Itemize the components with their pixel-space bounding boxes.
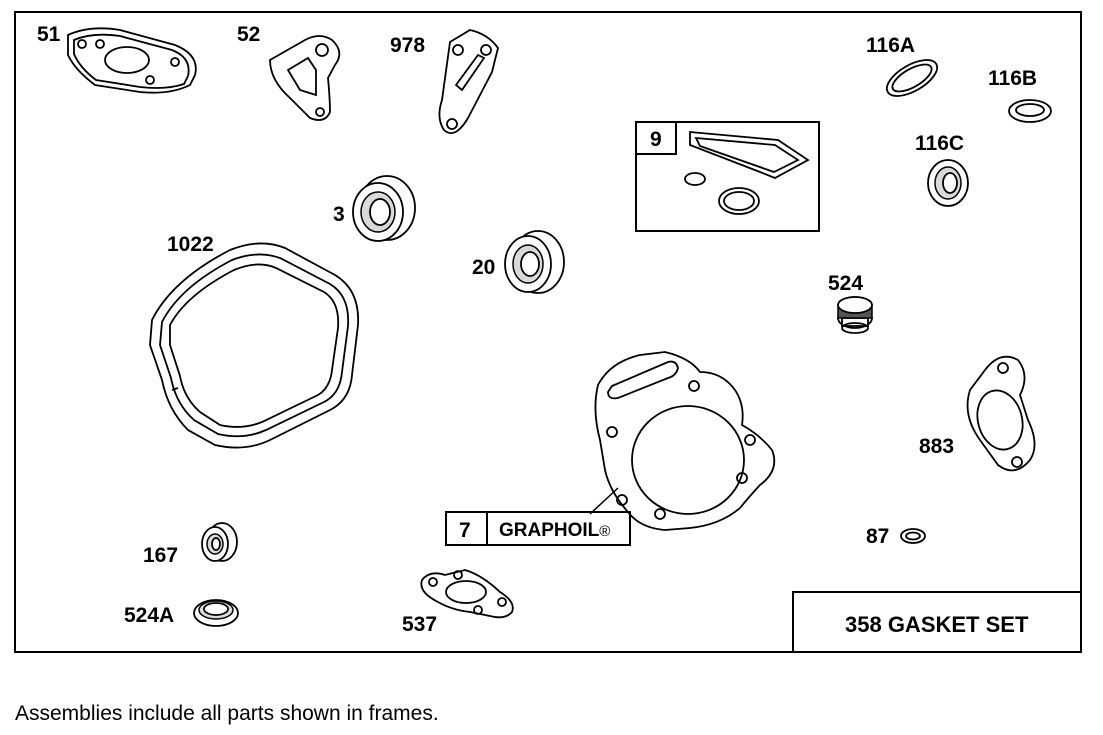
part-1022-valve-cover-gasket xyxy=(149,242,359,449)
gasket-set-box: 358 GASKET SET xyxy=(792,591,1082,653)
part-3-label: 3 xyxy=(333,203,345,226)
part-87-washer xyxy=(900,528,926,544)
part-116c-label: 116C xyxy=(915,132,964,155)
part-116b-ring xyxy=(1008,99,1052,123)
part-537-gasket xyxy=(420,569,514,619)
part-20-label: 20 xyxy=(472,256,495,279)
part-87-label: 87 xyxy=(866,525,889,548)
part-51-gasket xyxy=(67,27,197,94)
part-524-label: 524 xyxy=(828,272,863,295)
footnote: Assemblies include all parts shown in fr… xyxy=(15,702,439,725)
part-978-label: 978 xyxy=(390,34,425,57)
part-524-plug xyxy=(837,296,873,334)
part-883-gasket xyxy=(966,355,1036,472)
part-883-label: 883 xyxy=(919,435,954,458)
part-7-head-gasket xyxy=(589,351,776,531)
part-537-label: 537 xyxy=(402,613,437,636)
part-51-label: 51 xyxy=(37,23,61,46)
frame-7-label: GRAPHOIL® xyxy=(499,520,610,541)
part-167-label: 167 xyxy=(143,544,178,567)
frame-7-number: 7 xyxy=(459,519,471,542)
diagram-border xyxy=(14,11,1082,653)
part-20-oil-seal xyxy=(504,230,565,294)
frame-9-number: 9 xyxy=(650,128,662,151)
part-116a-label: 116A xyxy=(866,34,915,57)
frame-7: 7 GRAPHOIL® xyxy=(445,511,631,546)
part-978-gasket xyxy=(438,29,499,134)
part-1022-label: 1022 xyxy=(167,233,214,256)
part-524a-label: 524A xyxy=(124,604,174,627)
part-3-oil-seal xyxy=(352,175,416,242)
part-116c-seal xyxy=(927,159,969,207)
part-116b-label: 116B xyxy=(988,67,1037,90)
frame-9: 9 xyxy=(635,121,820,232)
part-524a-seal xyxy=(193,599,239,627)
part-52-gasket xyxy=(269,35,341,121)
part-116a-ring xyxy=(885,59,939,97)
part-167-seal xyxy=(201,522,238,562)
part-52-label: 52 xyxy=(237,23,260,46)
gasket-set-label: 358 GASKET SET xyxy=(845,612,1029,637)
